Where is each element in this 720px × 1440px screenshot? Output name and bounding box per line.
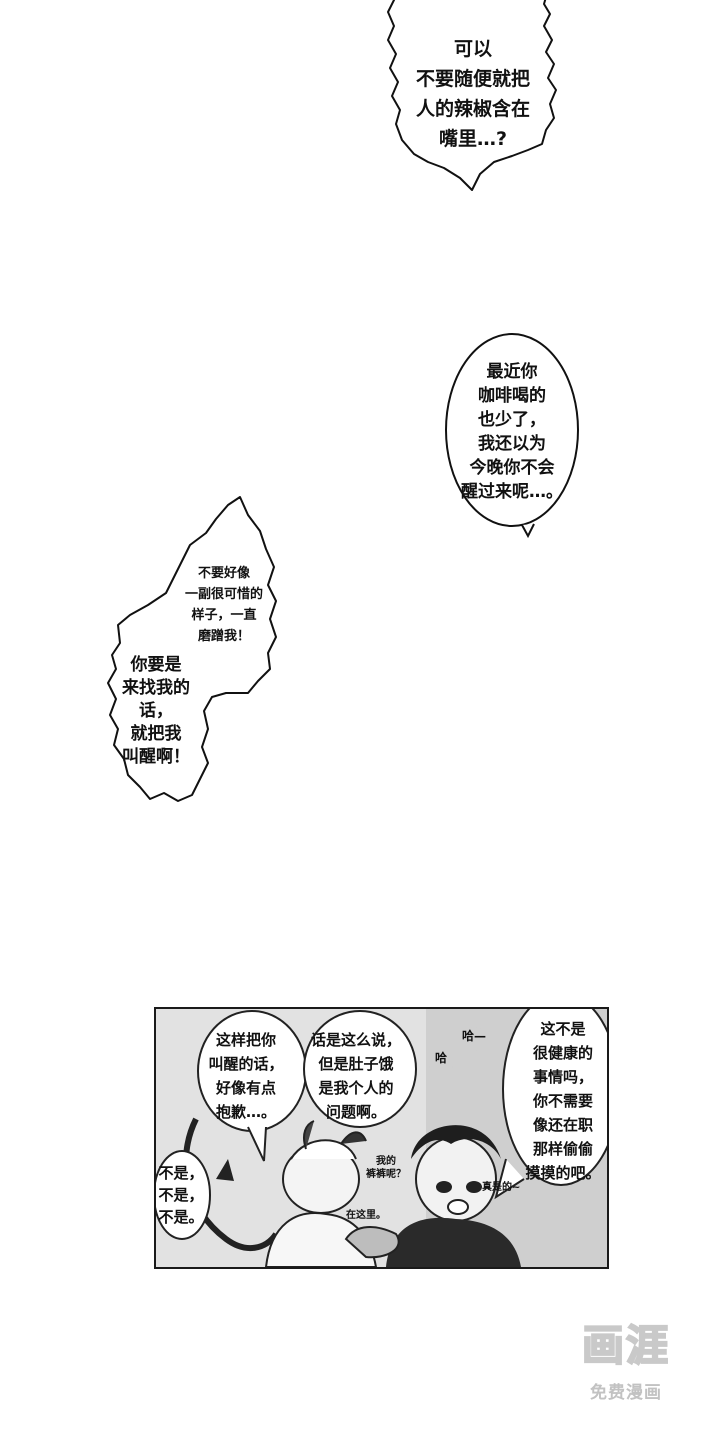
panel-bubble-middle: 话是这么说， 但是肚子饿 是我个人的 问题啊。 bbox=[310, 1031, 401, 1121]
watermark-logo: 画涯 bbox=[581, 1320, 670, 1371]
bubble-text-upper: 不要好像 一副很可惜的 样子，一直 磨蹭我！ bbox=[184, 566, 263, 644]
jagged-bubble-shape bbox=[107, 496, 277, 802]
small-text-really: 真是的~ bbox=[482, 1182, 521, 1193]
small-text-pants: 我的 裤裤呢？ bbox=[366, 1156, 406, 1180]
comic-panel bbox=[154, 1007, 609, 1269]
panel-artwork bbox=[156, 1009, 607, 1267]
sfx-ha-1: 哈— bbox=[462, 1029, 487, 1043]
panel-bubble-bottom-left: 不是， 不是， 不是。 bbox=[158, 1164, 204, 1226]
small-text-here: 在这里。 bbox=[346, 1210, 386, 1221]
jagged-bubble-shape bbox=[387, 0, 557, 191]
bubble-text-lower: 你要是 来找我的话， 就把我 叫醒啊！ bbox=[122, 655, 190, 767]
panel-bubble-left: 这样把你 叫醒的话， 好像有点 抱歉…。 bbox=[208, 1031, 284, 1121]
speech-bubble-middle-right: 最近你 咖啡喝的 也少了， 我还以为 今晚你不会 醒过来呢…。 bbox=[442, 330, 582, 539]
watermark-subtitle: 免费漫画 bbox=[590, 1383, 662, 1403]
speech-bubble-top: 可以 不要随便就把 人的辣椒含在 嘴里…? bbox=[384, 0, 562, 198]
speech-bubble-left bbox=[107, 496, 278, 807]
sfx-ha-2: 哈 bbox=[435, 1051, 448, 1065]
bubble-text: 可以 不要随便就把 人的辣椒含在 嘴里…? bbox=[415, 38, 530, 150]
bubble-text: 最近你 咖啡喝的 也少了， 我还以为 今晚你不会 醒过来呢…。 bbox=[461, 362, 563, 502]
oval-bubble-shape bbox=[445, 333, 579, 539]
panel-bubble-right: 这不是 很健康的 事情吗， 你不需要 像还在职 那样偷偷 摸摸的吧。 bbox=[525, 1020, 601, 1182]
watermark: 画涯 免费漫画 bbox=[566, 1316, 686, 1416]
